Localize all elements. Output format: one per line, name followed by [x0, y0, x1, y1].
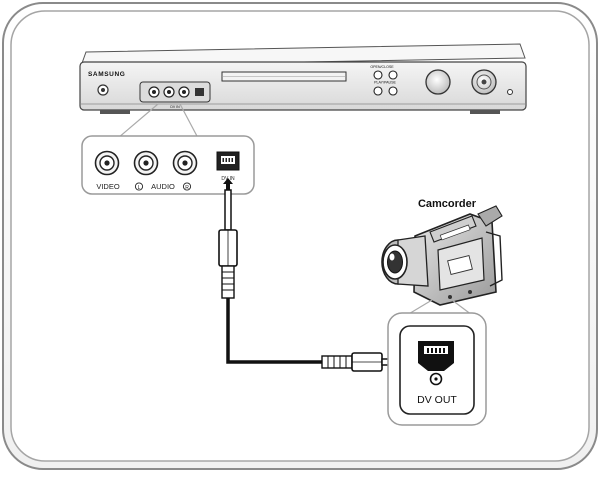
callout-panel	[81, 135, 255, 195]
cable-cord	[226, 298, 322, 364]
front-dv-port	[195, 88, 204, 96]
plug-bottom-boot	[321, 355, 353, 369]
callout-leader-right	[179, 103, 199, 139]
power-icon	[101, 88, 105, 92]
camcorder-label: Camcorder	[418, 198, 477, 210]
plug-top-shaft	[224, 189, 232, 231]
button-stop[interactable]	[373, 86, 383, 96]
player-foot-left	[100, 110, 130, 114]
label-left: L	[138, 185, 141, 191]
player-foot-right	[470, 110, 500, 114]
front-strip-caption: DV IN	[170, 105, 180, 109]
dvd-player: SAMSUNG DV IN OPEN/CLOSE PLAY/PAUSE	[79, 43, 527, 114]
label-video: VIDEO	[96, 182, 120, 191]
arrow-up-icon	[223, 178, 233, 190]
indicator-led	[507, 89, 513, 95]
label-left-badge	[134, 182, 144, 191]
dv-cable	[218, 178, 412, 372]
button-play-pause[interactable]	[388, 86, 398, 96]
button-eject[interactable]	[388, 70, 398, 80]
brand-logo: SAMSUNG	[88, 71, 125, 78]
play-pause-caption: PLAY/PAUSE	[374, 81, 396, 85]
label-audio: AUDIO	[151, 182, 175, 191]
jack-audio-left	[133, 150, 159, 176]
dv-out-callout: DV OUT	[387, 312, 487, 426]
front-jack-strip	[139, 81, 211, 103]
label-right-badge	[182, 182, 192, 191]
volume-knob[interactable]	[425, 69, 451, 95]
callout-leader-left	[117, 103, 159, 139]
camcorder-viewfinder	[477, 205, 503, 227]
button-open-close[interactable]	[373, 70, 383, 80]
dv-out-label: DV OUT	[417, 394, 457, 406]
front-jack-callout: VIDEO L AUDIO R DV IN	[81, 135, 255, 195]
jack-audio-right	[172, 150, 198, 176]
player-top-face	[80, 43, 526, 67]
plug-top-boot	[221, 265, 235, 299]
jack-dv-in	[216, 151, 240, 171]
camcorder	[381, 205, 503, 306]
jack-video	[94, 150, 120, 176]
open-close-caption: OPEN/CLOSE	[370, 65, 394, 69]
label-right: R	[185, 185, 189, 191]
